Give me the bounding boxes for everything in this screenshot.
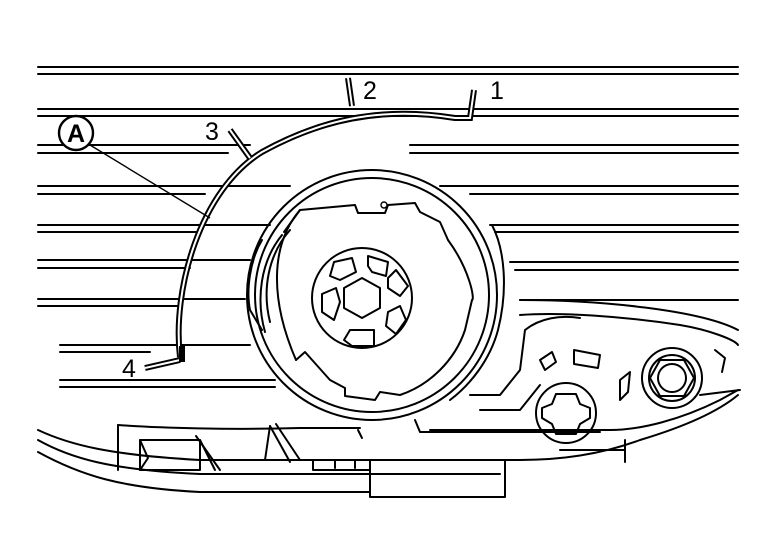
- callout-2: 2: [363, 77, 377, 105]
- hub: [311, 247, 413, 349]
- callout-a: A: [57, 114, 95, 152]
- callout-a-label: A: [67, 120, 85, 148]
- callout-4: 4: [122, 355, 136, 383]
- body-ribs: [37, 66, 739, 388]
- callout-3: 3: [205, 118, 219, 146]
- leader-line-a: [89, 144, 211, 219]
- rotary-unit: [246, 169, 505, 421]
- clamp-markers: [227, 77, 355, 160]
- right-details: [539, 349, 741, 401]
- lower-clips: [117, 423, 363, 471]
- harness-cable: [144, 89, 477, 371]
- callout-1: 1: [490, 77, 504, 105]
- bolt-hex: [641, 347, 703, 409]
- bolt-torx: [535, 382, 597, 444]
- lower-frame: [37, 299, 739, 498]
